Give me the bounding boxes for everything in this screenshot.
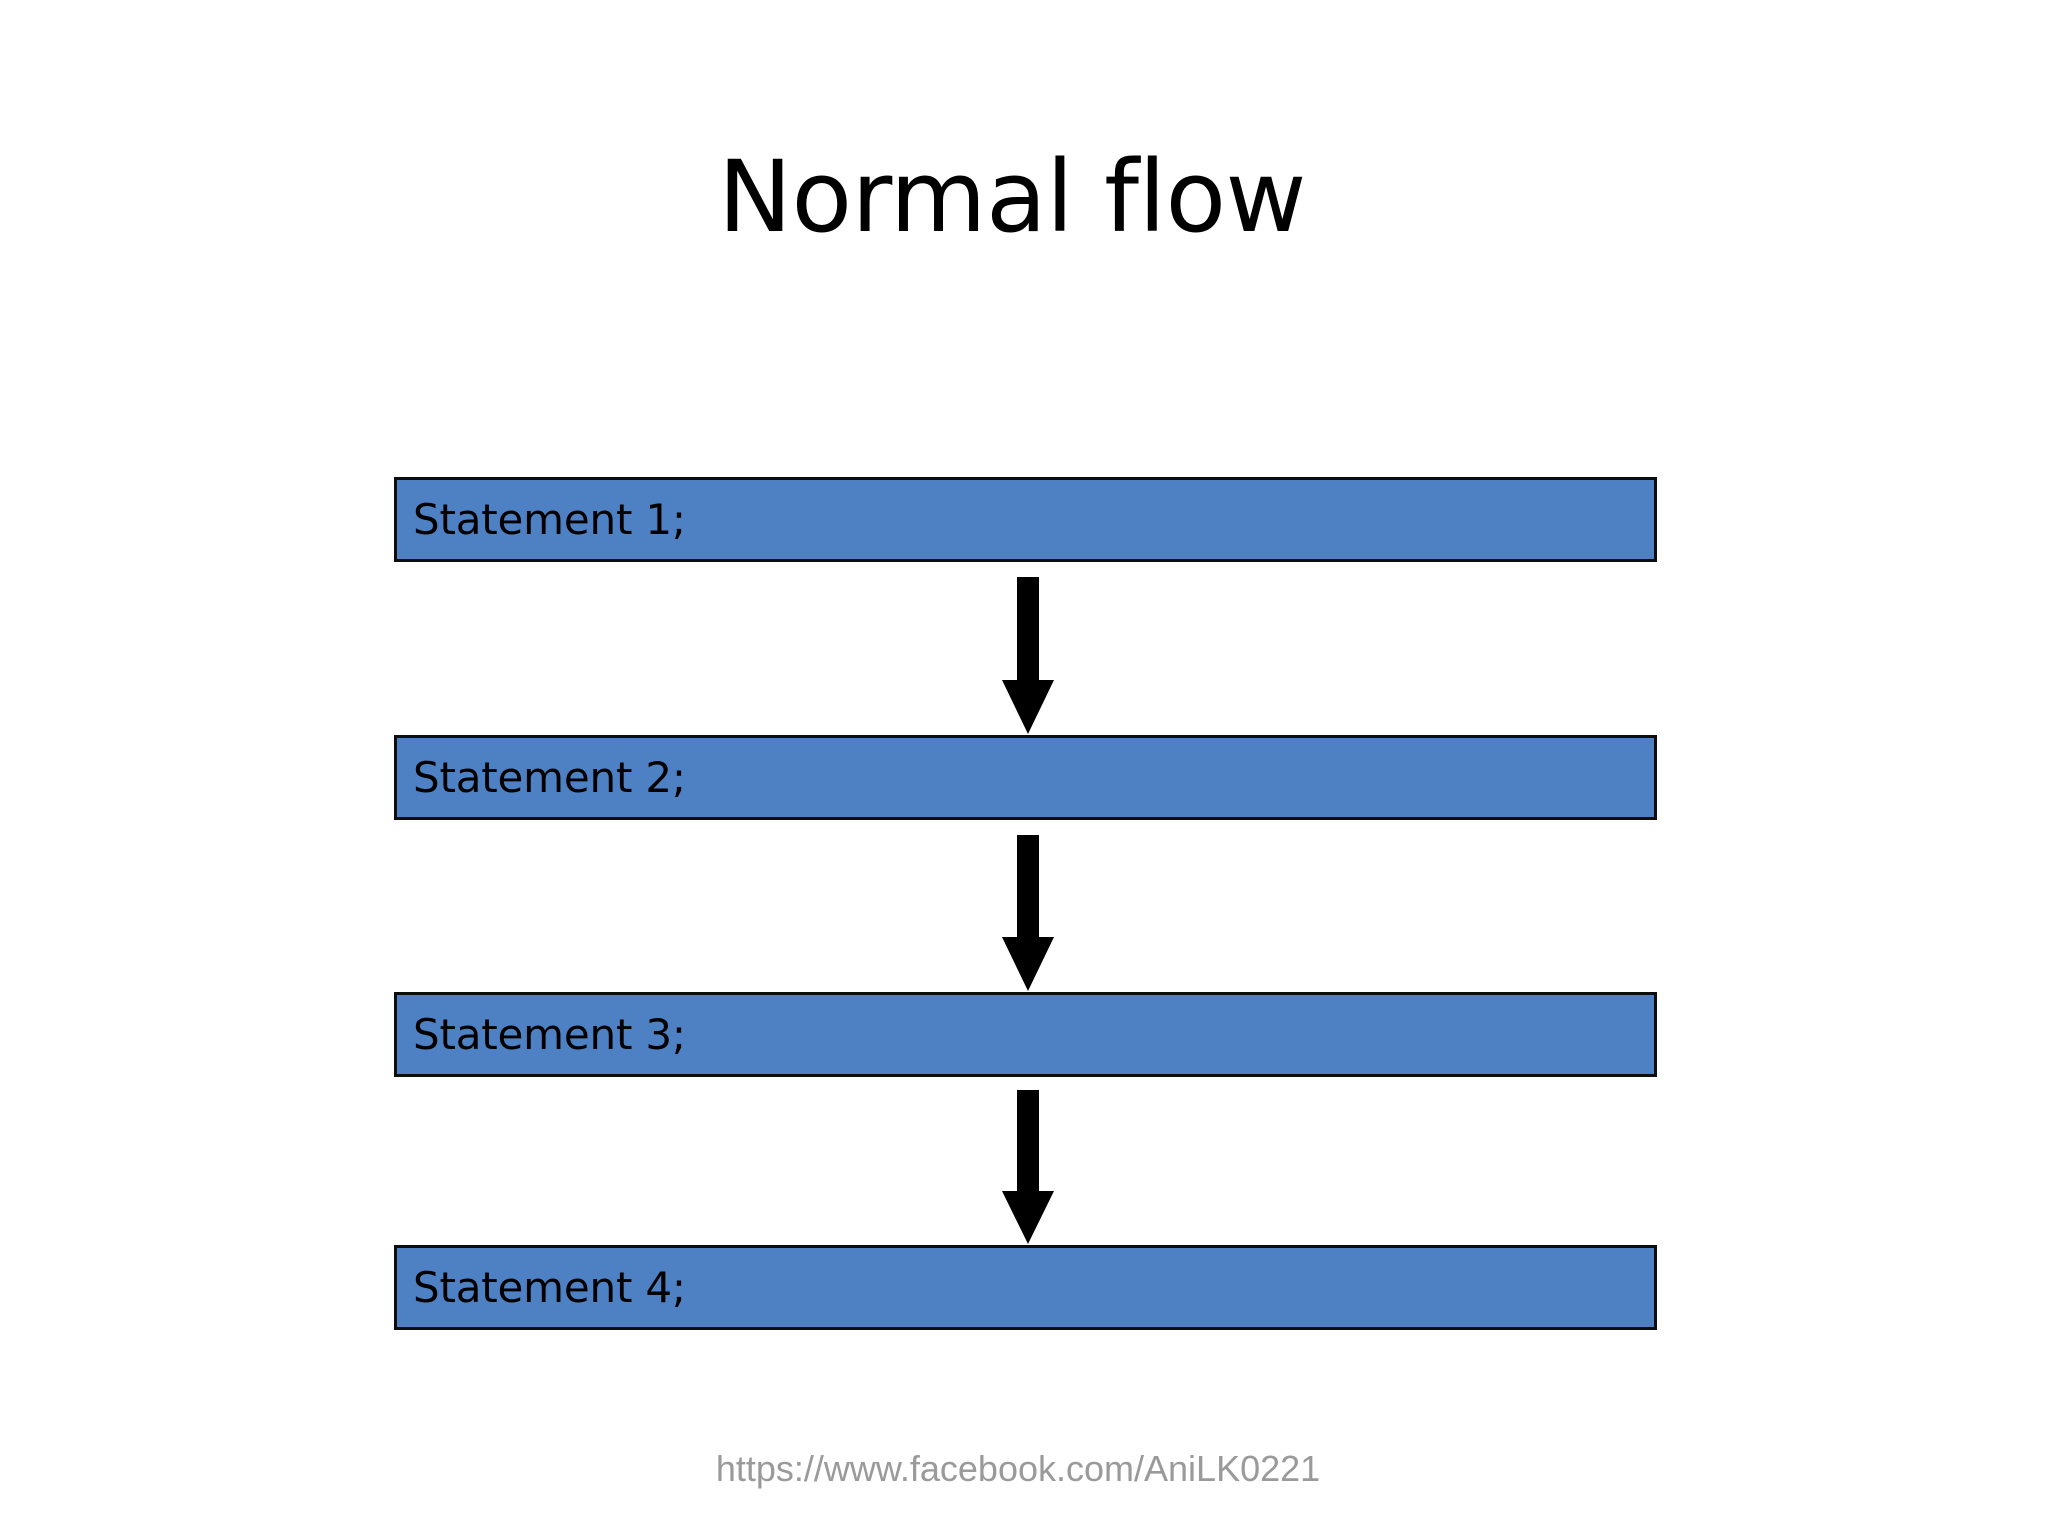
flow-step-4[interactable]: Statement 4; (394, 1245, 1657, 1330)
flow-step-2[interactable]: Statement 2; (394, 735, 1657, 820)
flow-step-1[interactable]: Statement 1; (394, 477, 1657, 562)
flow-step-3-label: Statement 3; (413, 1009, 686, 1059)
flow-step-4-label: Statement 4; (413, 1262, 686, 1312)
footer-url-text: https://www.facebook.com/AniLK0221 (715, 1448, 1321, 1489)
down-arrow-icon (1001, 577, 1055, 735)
flow-step-1-label: Statement 1; (413, 494, 686, 544)
down-arrow-icon (1001, 835, 1055, 992)
page-title: Normal flow (0, 140, 2048, 257)
flowchart: Statement 1; Statement 2; Statement 3; S… (394, 477, 1657, 1330)
footer-url: https://www.facebook.com/AniLK0221 (0, 1448, 2048, 1490)
flow-step-2-label: Statement 2; (413, 752, 686, 802)
flow-step-3[interactable]: Statement 3; (394, 992, 1657, 1077)
down-arrow-icon (1001, 1090, 1055, 1245)
page-title-text: Normal flow (717, 140, 1307, 255)
